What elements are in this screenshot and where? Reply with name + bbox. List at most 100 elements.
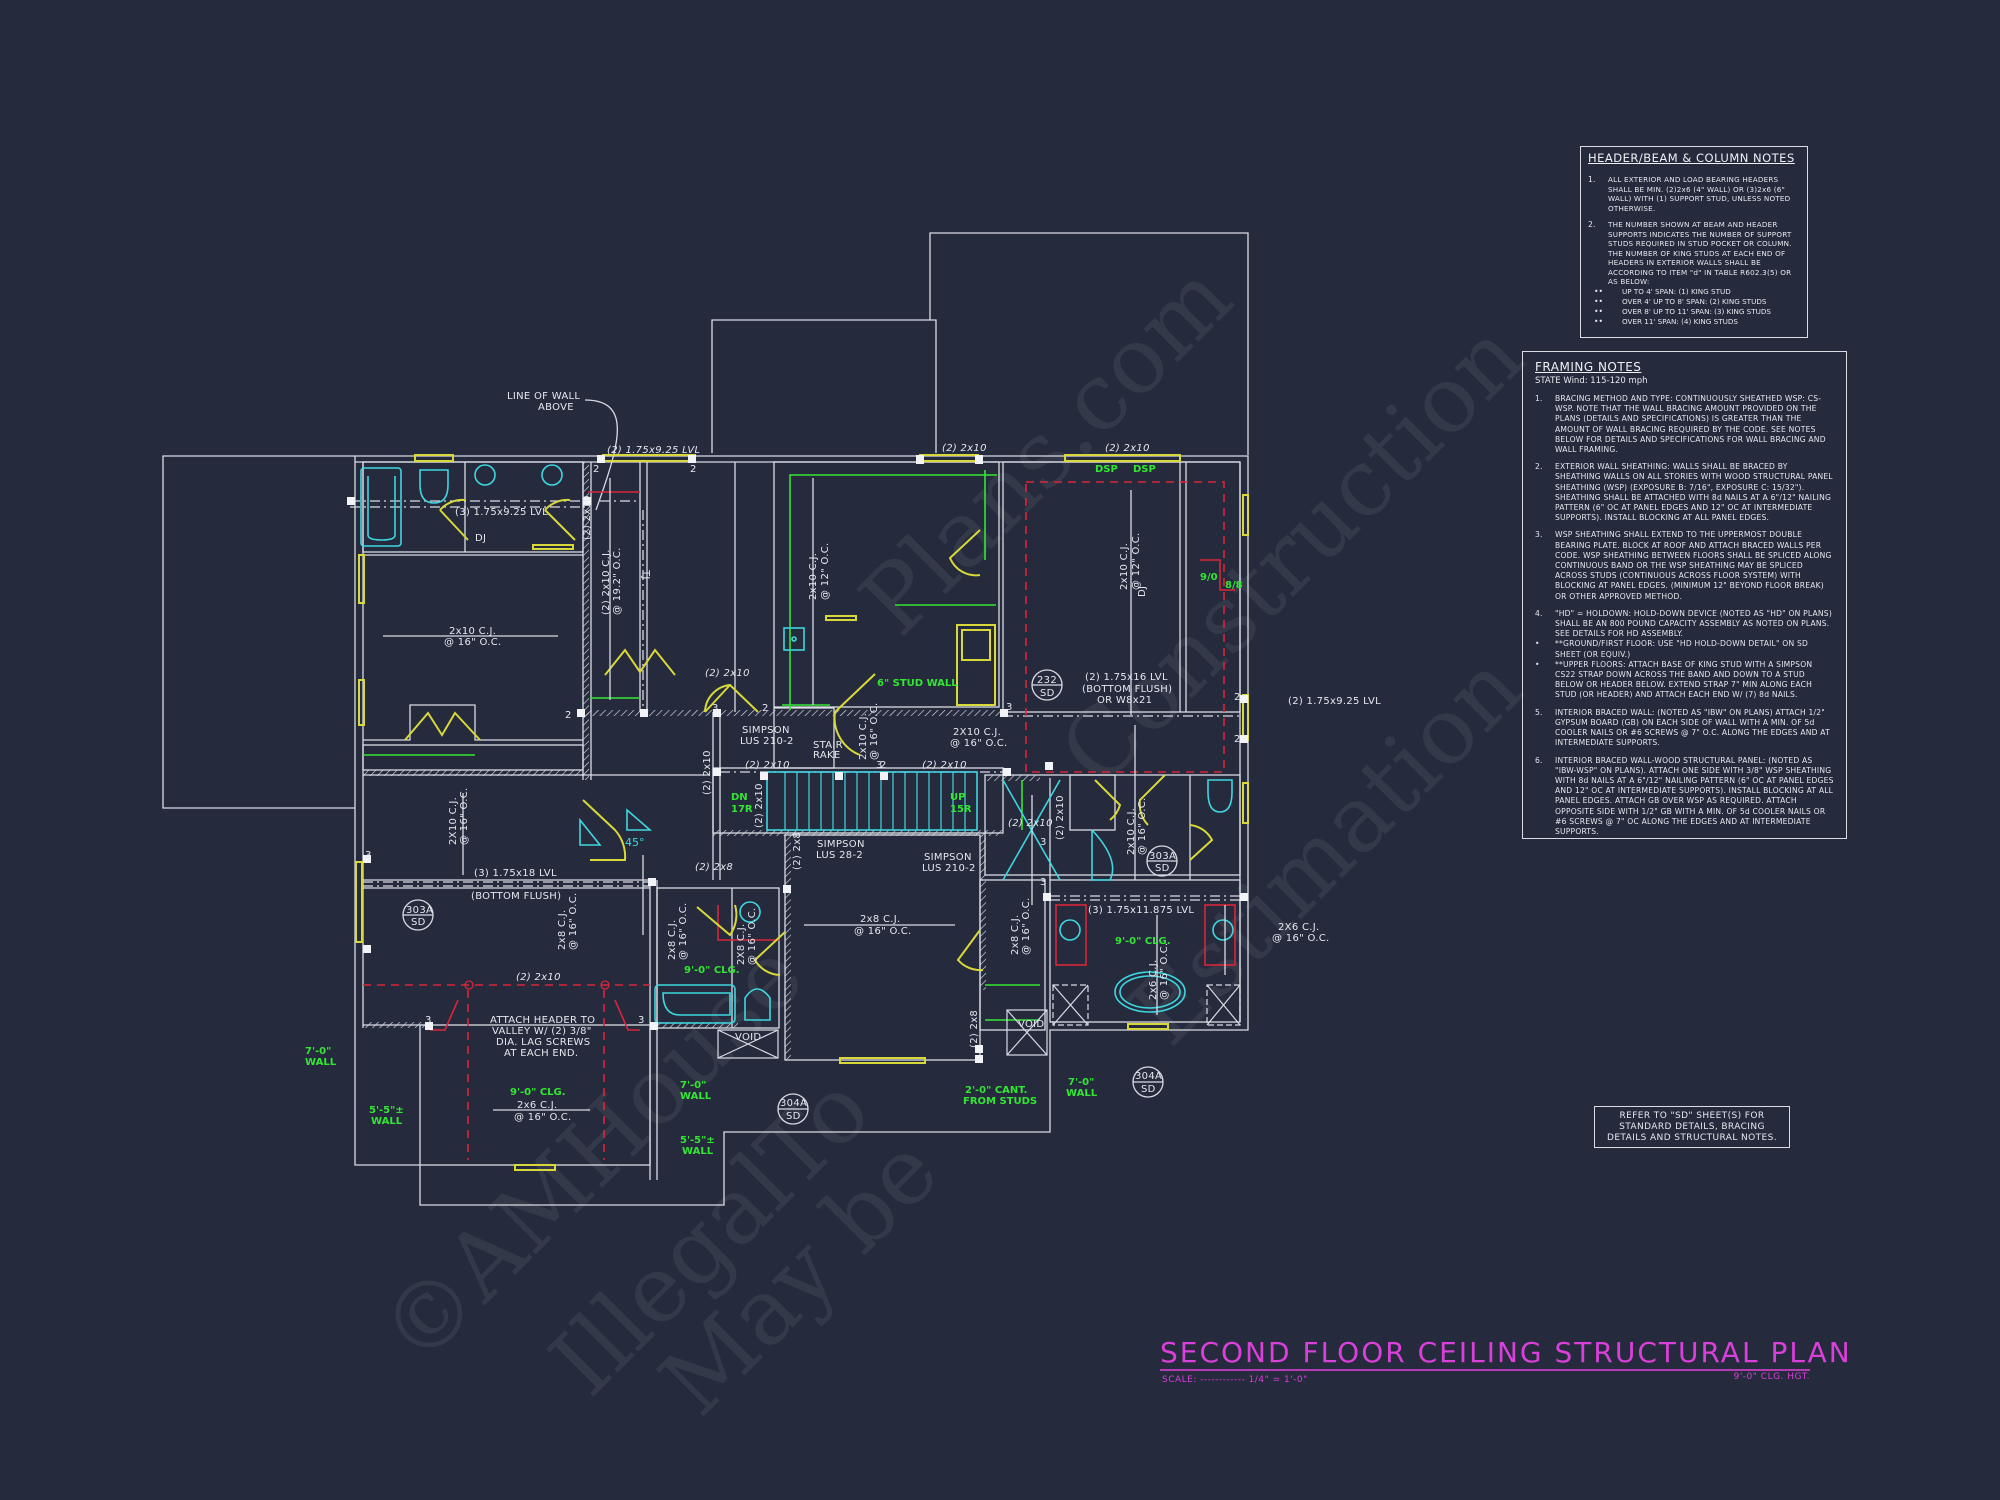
label-header: (2) 2x10 (1055, 795, 1066, 840)
king-stud-list: ••UP TO 4' SPAN: (1) KING STUD ••OVER 4'… (1588, 287, 1800, 328)
label-header: (2) 2x10 (1105, 443, 1150, 454)
label-joist: 2x8 C.J. (667, 919, 678, 960)
label-header: (2) 2x10 (705, 668, 750, 679)
window-headers (355, 454, 1249, 1171)
red-lines (430, 491, 1236, 1031)
label-angle: 45° (625, 836, 645, 849)
label-header: (2) 2x8 (695, 862, 733, 873)
label-header: (2) 2x8 (792, 832, 803, 870)
label-joist: 2x10 C.J. (858, 713, 869, 760)
label-dsp: DSP (1133, 464, 1156, 475)
king-stud-item: ••UP TO 4' SPAN: (1) KING STUD (1594, 286, 1731, 296)
stud-count: 2 (762, 703, 769, 714)
label-simpson: LUS 210-2 (740, 736, 794, 747)
label-header: (2) 2x10 (754, 783, 765, 828)
detail-ref-number: 232 (1037, 675, 1057, 686)
label-ceiling-height: 9'-0" CLG. (1115, 936, 1171, 947)
stud-pockets (347, 455, 1248, 1063)
label-wall-height: WALL (305, 1057, 337, 1068)
ceiling-height-note: 9'-0" CLG. HGT. (1733, 1372, 1810, 1382)
label-header: (2) 2x10 (516, 972, 561, 983)
note-item: 1.BRACING METHOD AND TYPE: CONTINUOUSLY … (1535, 394, 1834, 455)
note-text: BRACING METHOD AND TYPE: CONTINUOUSLY SH… (1555, 394, 1826, 455)
label-stair-up: UP (950, 792, 965, 803)
label-wall-height: WALL (680, 1091, 712, 1102)
label-line-of-wall-above: ABOVE (538, 402, 574, 413)
stud-count: 2 (1234, 734, 1241, 745)
label-joist: @ 16" O.C. (678, 903, 689, 961)
detail-bubbles (402, 669, 1178, 1125)
stud-count: 3 (876, 760, 883, 771)
note-item: 1. ALL EXTERIOR AND LOAD BEARING HEADERS… (1588, 175, 1800, 213)
label-header: (2) 2x10 (942, 443, 987, 454)
note-text: "HD" = HOLDOWN: HOLD-DOWN DEVICE (NOTED … (1555, 608, 1832, 639)
label-dj: DJ (1137, 586, 1148, 597)
sheet-title: SECOND FLOOR CEILING STRUCTURAL PLAN (1160, 1336, 1852, 1371)
label-joist: 2x8 C.J. (557, 909, 568, 950)
door-swings (404, 498, 1214, 976)
label-stud-wall: 6" STUD WALL (877, 678, 958, 689)
label-beam: (2) 1.75x9.25 LVL (1288, 696, 1381, 707)
note-text: THE NUMBER SHOWN AT BEAM AND HEADER SUPP… (1608, 220, 1792, 286)
label-joist: 2x10 C.J. (1126, 808, 1137, 855)
note-text: ALL EXTERIOR AND LOAD BEARING HEADERS SH… (1608, 175, 1791, 213)
stud-count: 2 (565, 710, 572, 721)
label-ceiling-height: 9'-0" CLG. (510, 1087, 566, 1098)
label-wall-height: 5'-5"± (369, 1105, 404, 1116)
label-simpson: SIMPSON (817, 839, 865, 850)
label-dj: DJ (475, 533, 486, 544)
label-beam: (BOTTOM FLUSH) (1082, 684, 1172, 695)
label-stair-risers: 15R (950, 804, 972, 815)
label-header: (2) 2x10 (1008, 818, 1053, 829)
hatched-walls (363, 462, 1040, 1060)
label-simpson: SIMPSON (924, 852, 972, 863)
label-cantilever: FROM STUDS (963, 1096, 1037, 1107)
label-joist: @ 16" O.C. (1137, 798, 1148, 856)
label-wall-height: 7'-0" (305, 1046, 331, 1057)
label-void: VOID (1018, 1019, 1044, 1030)
stud-count: 3 (425, 1015, 432, 1026)
label-joist: 2x10 C.J. (808, 553, 819, 600)
label-holdown: 8/8 (1225, 580, 1243, 591)
green-lines (363, 470, 1040, 1021)
stud-count: 3 (1040, 837, 1047, 848)
label-wall-height: 7'-0" (1068, 1077, 1094, 1088)
label-header: (2) 2x10 (582, 495, 593, 540)
king-stud-item: ••OVER 8' UP TO 11' SPAN: (3) KING STUDS (1594, 306, 1771, 316)
ceiling-break-lines (363, 481, 1225, 1160)
label-beam: (2) 1.75x9.25 LVL (607, 445, 700, 456)
note-text: INTERIOR BRACED WALL-WOOD STRUCTURAL PAN… (1555, 755, 1834, 836)
header-beam-notes-title: HEADER/BEAM & COLUMN NOTES (1588, 151, 1795, 165)
label-joist: @ 16" O.C. (1021, 898, 1032, 956)
joist-arrows (383, 478, 1226, 1111)
label-header: (2) 2x8 (969, 1010, 980, 1048)
label-beam: (3) 1.75x18 LVL (474, 868, 557, 879)
label-joist: @ 16" O.C. (854, 926, 912, 937)
note-item: •**GROUND/FIRST FLOOR: USE "HD HOLD-DOWN… (1535, 639, 1834, 659)
label-joist: @ 16" O.C. (514, 1112, 572, 1123)
note-item: 2. THE NUMBER SHOWN AT BEAM AND HEADER S… (1588, 220, 1800, 287)
stud-count: 2 (690, 464, 697, 475)
label-joist: 2X10 C.J. (953, 727, 1001, 738)
refer-sd-note: REFER TO "SD" SHEET(S) FOR STANDARD DETA… (1594, 1106, 1790, 1148)
detail-ref-number: 303A (1149, 851, 1176, 862)
king-stud-item: ••OVER 4' UP TO 8' SPAN: (2) KING STUDS (1594, 296, 1767, 306)
label-joist: 2x6 C.J. (517, 1100, 558, 1111)
label-attach-note: AT EACH END. (504, 1048, 578, 1059)
detail-ref-sheet: SD (786, 1111, 801, 1122)
label-beam: (BOTTOM FLUSH) (471, 891, 561, 902)
label-joist: 2x10 C.J. (1119, 543, 1130, 590)
label-joist: @ 16" O.C. (444, 637, 502, 648)
stud-count: 3 (1040, 877, 1047, 888)
stud-count: 2 (1234, 692, 1241, 703)
label-stair-rake: RAKE (813, 750, 840, 761)
note-item: 2.EXTERIOR WALL SHEATHING: WALLS SHALL B… (1535, 462, 1833, 523)
note-text: WSP SHEATHING SHALL EXTEND TO THE UPPERM… (1555, 530, 1832, 601)
label-joist: @ 12" O.C. (1131, 533, 1142, 591)
label-wall-height: WALL (1066, 1088, 1098, 1099)
note-item: 5.INTERIOR BRACED WALL: (NOTED AS "IBW" … (1535, 708, 1834, 749)
label-line-of-wall: LINE OF WALL (507, 391, 580, 402)
note-text: INTERIOR BRACED WALL: (NOTED AS "IBW" ON… (1555, 707, 1830, 748)
label-joist: @ 12" O.C. (820, 543, 831, 601)
